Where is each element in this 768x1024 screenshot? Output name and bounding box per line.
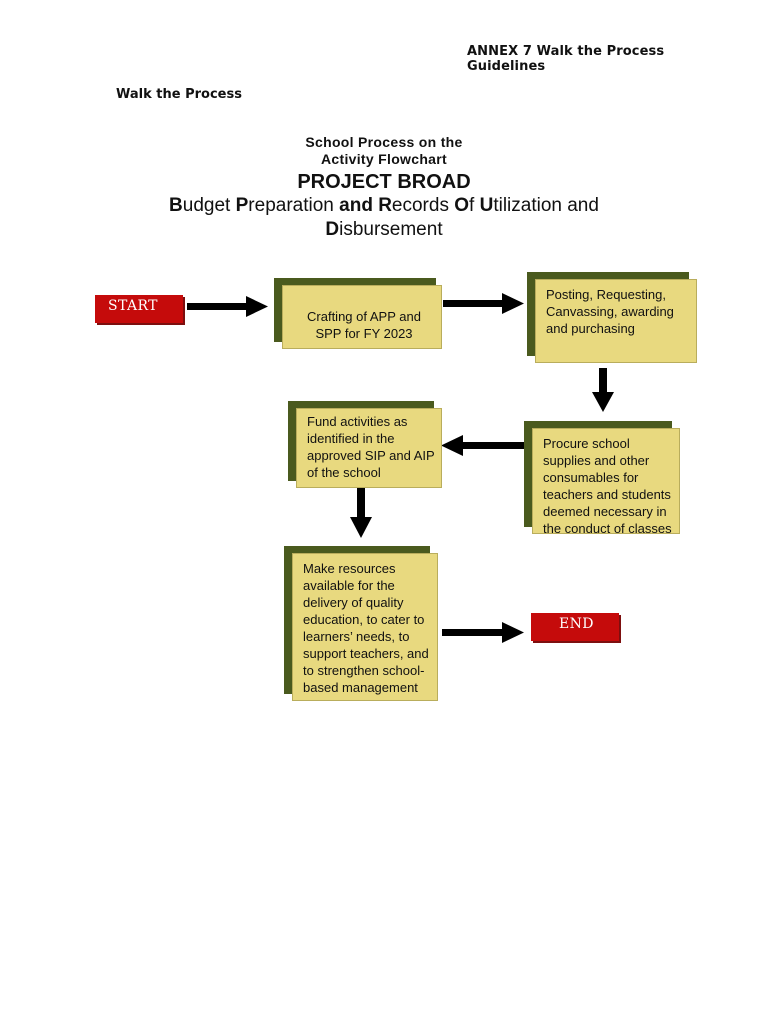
start-terminal: START <box>95 295 183 323</box>
word-rest: reparation <box>248 195 340 216</box>
project-title: PROJECT BROAD <box>297 171 471 193</box>
step5-text: Make resources available for the deliver… <box>303 561 429 695</box>
initial-and-r: and R <box>339 195 392 216</box>
arrow-step3-to-step4 <box>441 435 526 456</box>
step4-text: Fund activities as identified in the app… <box>307 414 435 480</box>
annex-header: ANNEX 7 Walk the Process Guidelines <box>467 44 665 74</box>
subtitle-line-2: Activity Flowchart <box>321 151 447 167</box>
arrow-step2-to-step3 <box>592 368 614 412</box>
word-rest: ecords <box>391 195 455 216</box>
step1-box: Crafting of APP and SPP for FY 2023 <box>282 285 442 349</box>
project-full-name-line-2: Disbursement <box>100 218 668 242</box>
step1-text: Crafting of APP and SPP for FY 2023 <box>307 309 421 341</box>
initial-o: O <box>454 195 470 216</box>
start-label: START <box>108 298 158 314</box>
arrow-step1-to-step2 <box>443 293 524 314</box>
step4-box: Fund activities as identified in the app… <box>296 408 442 488</box>
step2-text: Posting, Requesting, Canvassing, awardin… <box>546 287 674 336</box>
title-block: School Process on the Activity Flowchart… <box>100 134 668 242</box>
word-rest: tilization and <box>493 195 599 216</box>
step5-box: Make resources available for the deliver… <box>292 553 438 701</box>
step3-text: Procure school supplies and other consum… <box>543 436 672 534</box>
word-rest: f <box>469 195 480 216</box>
word-rest: isbursement <box>339 219 443 240</box>
initial-u: U <box>479 195 494 216</box>
initial-b: B <box>169 195 183 216</box>
project-full-name-line-1: Budget Preparation and Records Of Utiliz… <box>100 194 668 218</box>
initial-d: D <box>325 219 340 240</box>
step3-box: Procure school supplies and other consum… <box>532 428 680 534</box>
end-label: END <box>559 616 594 632</box>
step2-box: Posting, Requesting, Canvassing, awardin… <box>535 279 697 363</box>
arrow-step4-to-step5 <box>350 488 372 538</box>
subtitle-line-1: School Process on the <box>305 134 463 150</box>
word-rest: udget <box>182 195 236 216</box>
end-terminal: END <box>531 613 619 641</box>
arrow-step5-to-end <box>442 622 524 643</box>
initial-p: P <box>235 195 249 216</box>
arrow-start-to-step1 <box>187 296 268 317</box>
project-full-name: Budget Preparation and Records Of Utiliz… <box>100 194 668 242</box>
section-label: Walk the Process <box>116 87 242 102</box>
